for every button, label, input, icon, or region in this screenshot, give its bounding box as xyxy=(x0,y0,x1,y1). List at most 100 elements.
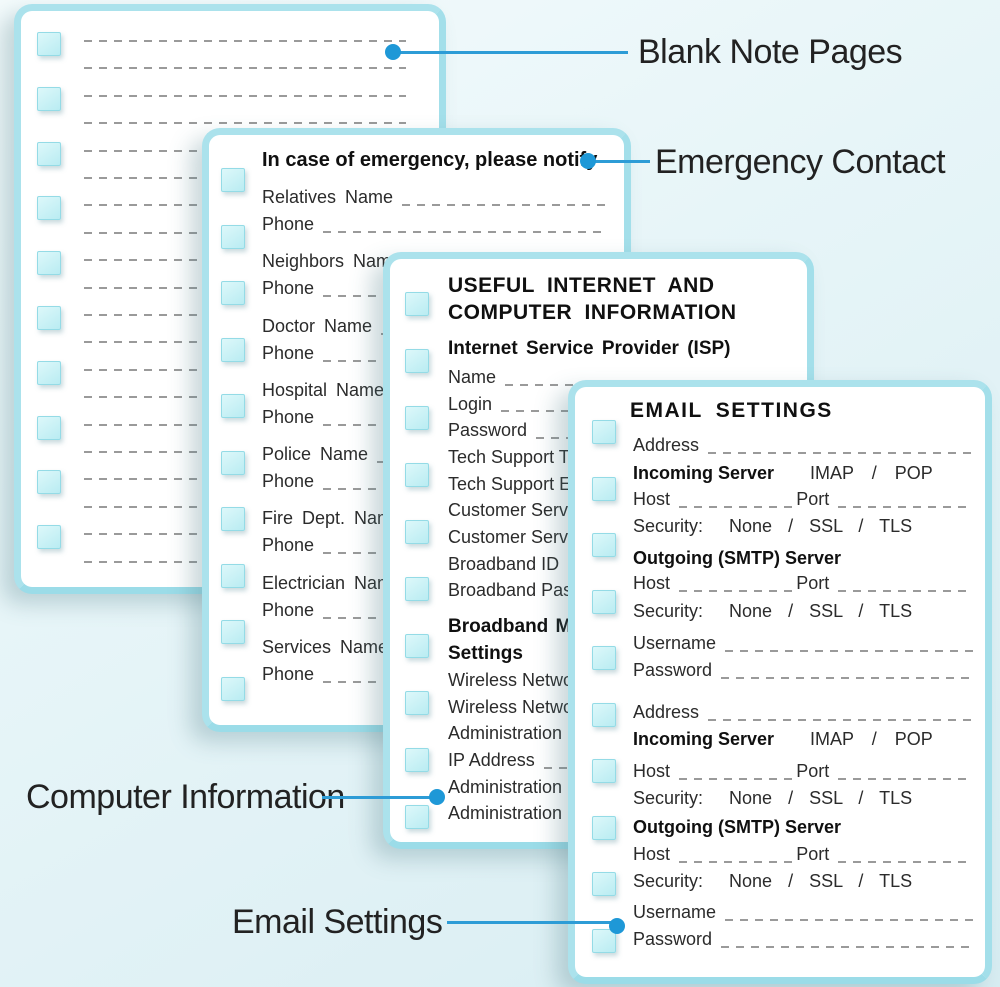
contact-name-label: Electrician Name xyxy=(262,572,403,593)
email-callout-label: Email Settings xyxy=(232,903,443,941)
security-row: Security:None / SSL / TLS xyxy=(633,513,973,540)
checkbox-icon xyxy=(37,525,61,549)
host-port-row: Host Port xyxy=(633,758,973,785)
checkbox-icon xyxy=(405,463,429,487)
computer-callout-line xyxy=(322,796,437,799)
writing-line xyxy=(679,506,797,508)
incoming-server-label: Incoming Server xyxy=(633,729,775,749)
checkbox-icon xyxy=(221,563,245,588)
checkbox-icon xyxy=(592,759,616,783)
computer-title-line2: COMPUTER INFORMATION xyxy=(448,301,737,324)
checkbox-icon xyxy=(221,224,245,249)
security-row: Security:None / SSL / TLS xyxy=(633,785,973,812)
checkbox-icon xyxy=(405,349,429,373)
checkbox-icon xyxy=(37,87,61,111)
contact-phone-label: Phone xyxy=(262,406,315,427)
contact-name-label: Neighbors Name xyxy=(262,251,402,272)
checkbox-icon xyxy=(592,646,616,670)
field-label: Administration URL xyxy=(448,723,604,744)
port-label: Port xyxy=(796,573,830,593)
checkbox-column xyxy=(221,168,245,725)
checkbox-column xyxy=(592,420,616,977)
writing-line xyxy=(679,778,797,780)
address-label: Address xyxy=(633,435,700,455)
incoming-options: IMAP / POP xyxy=(810,729,933,749)
checkbox-icon xyxy=(221,168,245,192)
emergency-title: In case of emergency, please notify xyxy=(262,149,598,171)
contact-group: Relatives Name Phone xyxy=(262,184,608,248)
host-label: Host xyxy=(633,761,671,781)
username-label: Username xyxy=(633,902,717,922)
incoming-server-label: Incoming Server xyxy=(633,463,775,483)
checkbox-icon xyxy=(592,589,616,614)
host-label: Host xyxy=(633,489,671,509)
writing-line xyxy=(323,231,608,233)
contact-name-row: Relatives Name xyxy=(262,184,608,211)
checkbox-icon xyxy=(405,748,429,772)
security-row: Security:None / SSL / TLS xyxy=(633,868,973,895)
blank-note-callout-dot xyxy=(385,44,401,60)
contact-phone-row: Phone xyxy=(262,211,608,238)
port-label: Port xyxy=(796,844,830,864)
blank-note-callout-line xyxy=(395,51,628,54)
checkbox-icon xyxy=(405,691,429,715)
address-row: Address xyxy=(633,432,973,459)
emergency-callout-dot xyxy=(580,153,596,169)
contact-name-label: Fire Dept. Name xyxy=(262,508,403,529)
checkbox-icon xyxy=(592,702,616,727)
contact-phone-label: Phone xyxy=(262,278,315,299)
port-label: Port xyxy=(796,761,830,781)
writing-line xyxy=(708,452,973,454)
checkbox-icon xyxy=(592,420,616,444)
checkbox-icon xyxy=(37,251,61,275)
contact-name-label: Services Name xyxy=(262,637,389,658)
password-label: Password xyxy=(633,929,713,949)
checkbox-icon xyxy=(405,634,429,658)
checkbox-icon xyxy=(592,476,616,501)
security-label: Security: xyxy=(633,871,704,891)
checkbox-icon xyxy=(37,306,61,330)
modem-heading-line2: Settings xyxy=(448,643,523,664)
address-row: Address xyxy=(633,699,973,726)
contact-name-label: Relatives Name xyxy=(262,187,394,207)
outgoing-server-row: Outgoing (SMTP) Server xyxy=(633,545,973,572)
checkbox-column xyxy=(405,292,429,842)
security-row: Security: None / SSL / TLS xyxy=(633,598,973,625)
password-label: Password xyxy=(633,660,713,680)
username-row: Username xyxy=(633,630,973,657)
contact-name-label: Doctor Name xyxy=(262,315,373,336)
contact-phone-label: Phone xyxy=(262,664,315,685)
checkbox-icon xyxy=(405,292,429,316)
writing-line xyxy=(725,919,973,921)
contact-phone-label: Phone xyxy=(262,342,315,363)
writing-line xyxy=(402,204,608,206)
email-callout-dot xyxy=(609,918,625,934)
blank-note-callout-label: Blank Note Pages xyxy=(638,33,903,71)
checkbox-icon xyxy=(405,577,429,601)
security-options: None / SSL / TLS xyxy=(729,601,913,621)
email-callout-line xyxy=(447,921,617,924)
checkbox-icon xyxy=(592,872,616,896)
security-label: Security: xyxy=(633,601,704,621)
field-label: Login xyxy=(448,393,493,414)
checkbox-icon xyxy=(221,676,245,701)
writing-line xyxy=(838,778,973,780)
checkbox-icon xyxy=(405,805,429,829)
checkbox-icon xyxy=(592,815,616,840)
checkbox-icon xyxy=(221,507,245,531)
writing-line xyxy=(84,40,406,42)
computer-callout-label: Computer Information xyxy=(26,778,345,816)
computer-callout-dot xyxy=(429,789,445,805)
incoming-server-row: Incoming Server IMAP / POP xyxy=(633,726,973,753)
writing-line xyxy=(838,506,973,508)
writing-line xyxy=(725,650,973,652)
outgoing-server-row: Outgoing (SMTP) Server xyxy=(633,814,973,841)
writing-line xyxy=(838,590,973,592)
checkbox-icon xyxy=(37,361,61,385)
writing-line xyxy=(679,590,797,592)
computer-title-line1: USEFUL INTERNET AND xyxy=(448,274,715,297)
checkbox-icon xyxy=(221,394,245,418)
checkbox-icon xyxy=(405,520,429,544)
host-label: Host xyxy=(633,573,671,593)
